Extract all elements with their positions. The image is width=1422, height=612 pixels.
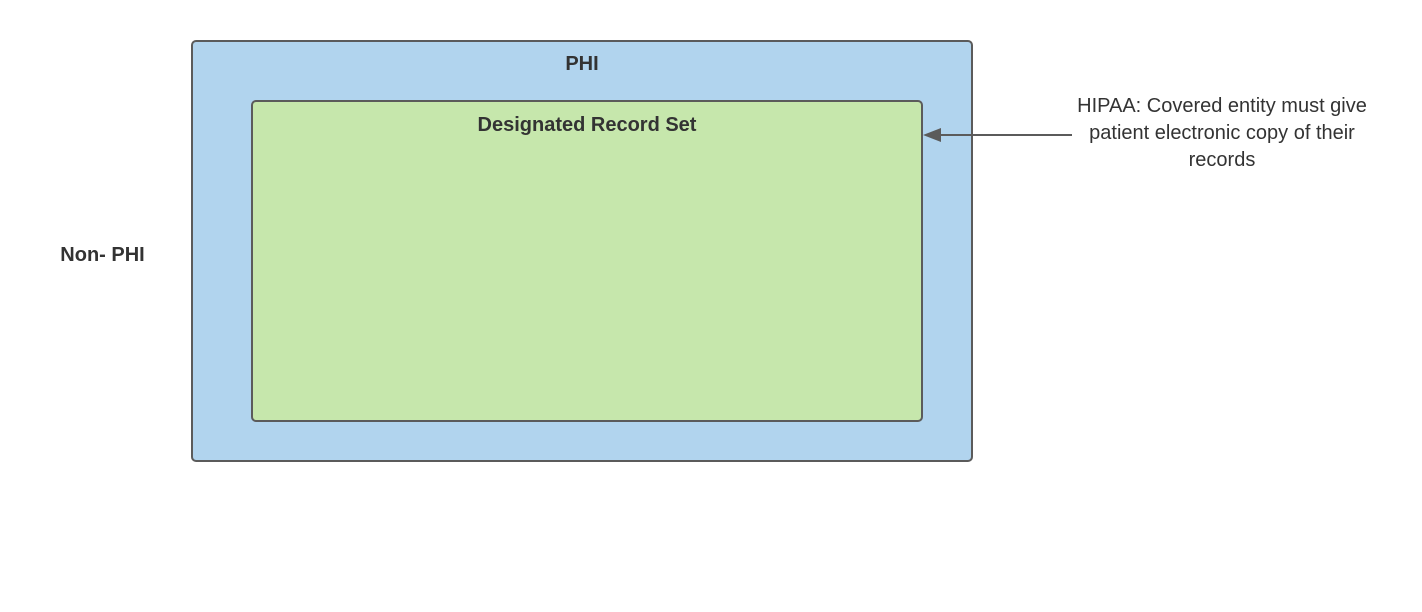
arrow-head-icon [923,128,941,142]
non-phi-label: Non- PHI [60,244,145,266]
phi-label: PHI [565,53,599,75]
designated-record-set-label: Designated Record Set [477,114,697,136]
designated-record-set-region: Designated Record Set [251,100,923,422]
hipaa-annotation: HIPAA: Covered entity must give patient … [1077,95,1367,171]
